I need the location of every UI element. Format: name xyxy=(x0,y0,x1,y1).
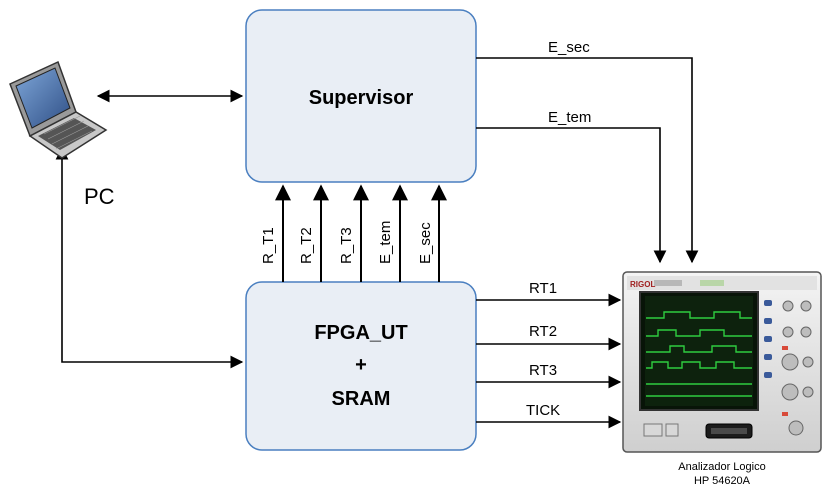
rt2-label: RT2 xyxy=(529,323,557,340)
tick-label: TICK xyxy=(526,402,560,419)
bus-label-r-t2: R_T2 xyxy=(298,227,315,264)
e-sec-label: E_sec xyxy=(548,39,590,56)
pc-fpga-link xyxy=(55,146,244,369)
supervisor-label: Supervisor xyxy=(309,87,414,109)
pc-label: PC xyxy=(84,184,115,209)
fpga-label: FPGA_UT xyxy=(314,322,407,344)
bus-arrows xyxy=(275,184,447,282)
bus-label-e-sec: E_sec xyxy=(417,222,434,264)
bus-label-r-t3: R_T3 xyxy=(338,227,355,264)
e-tem-line xyxy=(476,127,667,264)
laptop-icon xyxy=(9,60,108,159)
supervisor-block xyxy=(245,9,477,183)
e-sec-line xyxy=(476,57,699,264)
sram-label: SRAM xyxy=(332,388,391,410)
analyzer-traces xyxy=(646,311,752,397)
plus-label: + xyxy=(355,354,367,376)
analyzer-brand: RIGOL xyxy=(630,280,655,289)
bus-label-r-t1: R_T1 xyxy=(260,227,277,264)
e-tem-label: E_tem xyxy=(548,109,591,126)
rt1-label: RT1 xyxy=(529,280,557,297)
analyzer-caption-line2: HP 54620A xyxy=(694,475,751,487)
rt3-label: RT3 xyxy=(529,362,557,379)
bus-label-e-tem: E_tem xyxy=(377,221,394,264)
logic-analyzer-device: RIGOL xyxy=(622,271,822,453)
analyzer-caption-line1: Analizador Logico xyxy=(678,461,765,473)
